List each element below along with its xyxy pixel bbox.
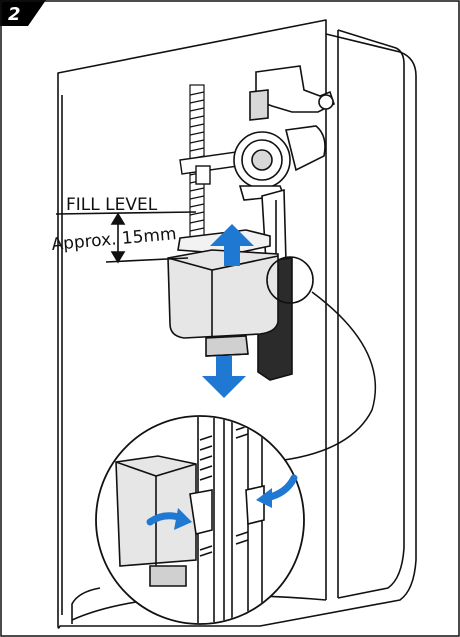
- cistern-tank: [57, 19, 417, 629]
- arrow-up-icon: [210, 224, 254, 266]
- fill-level-label: FILL LEVEL: [66, 195, 158, 215]
- fill-level-annotation: FILL LEVEL Approx. 15mm: [51, 195, 197, 264]
- valve-head: [233, 65, 335, 201]
- detail-marker-circle: [266, 256, 314, 304]
- float-cup: [167, 229, 279, 357]
- arrow-down-icon: [202, 356, 246, 398]
- approx-label: Approx. 15mm: [51, 224, 178, 255]
- dimension-arrow: [105, 212, 189, 264]
- step-badge: 2: [0, 0, 46, 26]
- step-number: 2: [8, 4, 21, 25]
- clip-rail-right: [231, 417, 249, 623]
- detail-connector: [283, 291, 377, 461]
